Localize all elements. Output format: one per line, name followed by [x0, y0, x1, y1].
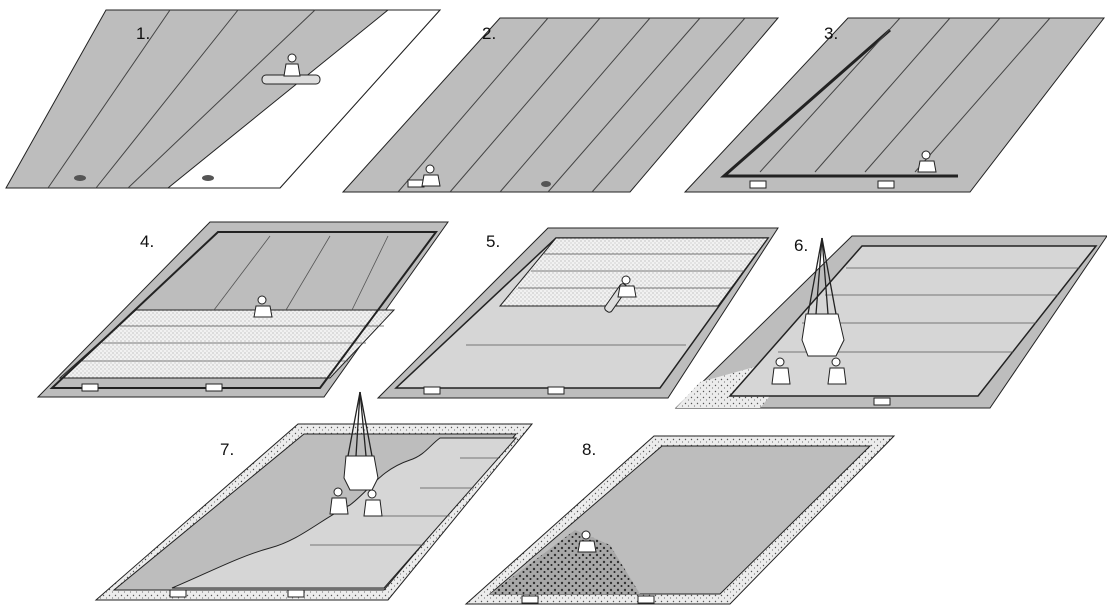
roof-drain [424, 387, 440, 394]
roof-drain [522, 596, 538, 603]
panel-8 [466, 436, 894, 604]
roof-drain [74, 175, 86, 181]
roof-drain [638, 596, 654, 603]
step-label-2: 2. [482, 24, 496, 44]
step-label-4: 4. [140, 232, 154, 252]
roof-drain [288, 590, 304, 597]
panel-7 [96, 392, 532, 600]
panel-4 [38, 222, 448, 397]
step-label-7: 7. [220, 440, 234, 460]
gravel-bag [344, 456, 378, 490]
step-label-8: 8. [582, 440, 596, 460]
roof-drain [170, 590, 186, 597]
roof-drain [541, 181, 551, 187]
step-label-1: 1. [136, 24, 150, 44]
roof-drain [82, 384, 98, 391]
step-label-3: 3. [824, 24, 838, 44]
step-label-5: 5. [486, 232, 500, 252]
step-label-6: 6. [794, 236, 808, 256]
roof-drain [878, 181, 894, 188]
roof-drain [206, 384, 222, 391]
roof-drain [874, 398, 890, 405]
roof-drain [750, 181, 766, 188]
gravel-bag [802, 314, 844, 356]
roof-drain [548, 387, 564, 394]
roof-drain [202, 175, 214, 181]
